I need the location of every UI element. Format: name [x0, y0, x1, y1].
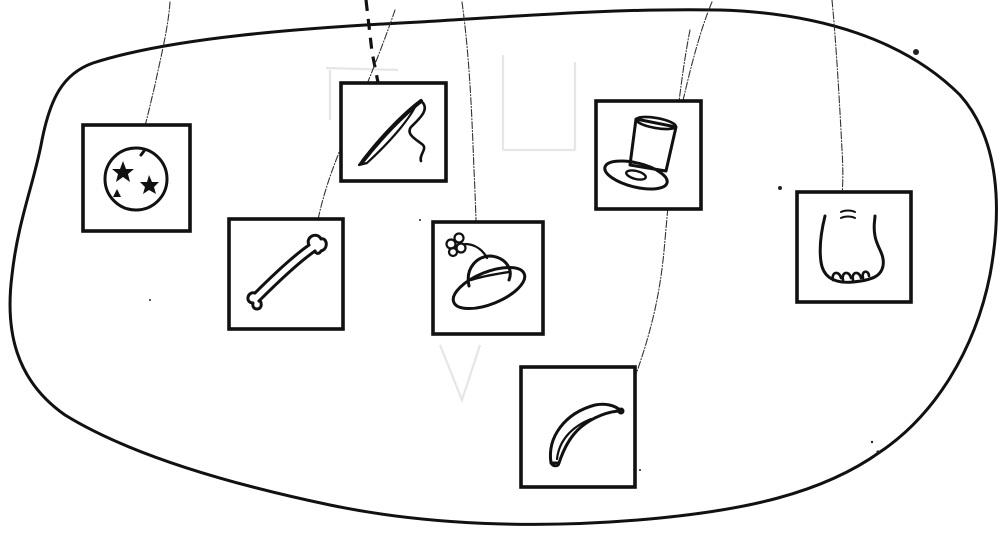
paper-speck — [871, 441, 873, 443]
paper-speck — [913, 49, 919, 55]
item-card-bone — [229, 219, 343, 329]
paper-speck — [876, 450, 879, 453]
connection-line-banana — [622, 30, 690, 412]
card-frame — [83, 125, 190, 231]
card-frame — [341, 83, 446, 181]
paper-speck — [778, 186, 782, 190]
item-card-flower-hat — [433, 222, 543, 334]
paper-speck — [149, 299, 151, 301]
paper-speck — [639, 469, 641, 471]
paper-speck — [419, 219, 421, 221]
faint-letter-mark — [440, 345, 480, 400]
item-cards — [83, 83, 911, 487]
connection-line-foot — [832, 0, 843, 215]
item-card-banana — [521, 367, 635, 487]
card-frame — [521, 367, 635, 487]
connection-line-flower-hat — [462, 2, 478, 252]
item-card-ball — [83, 125, 190, 231]
item-card-foot — [797, 192, 911, 302]
card-frame — [797, 192, 911, 302]
item-card-wand — [341, 83, 446, 181]
connection-lines — [138, 0, 843, 412]
item-card-top-hat — [596, 101, 701, 209]
